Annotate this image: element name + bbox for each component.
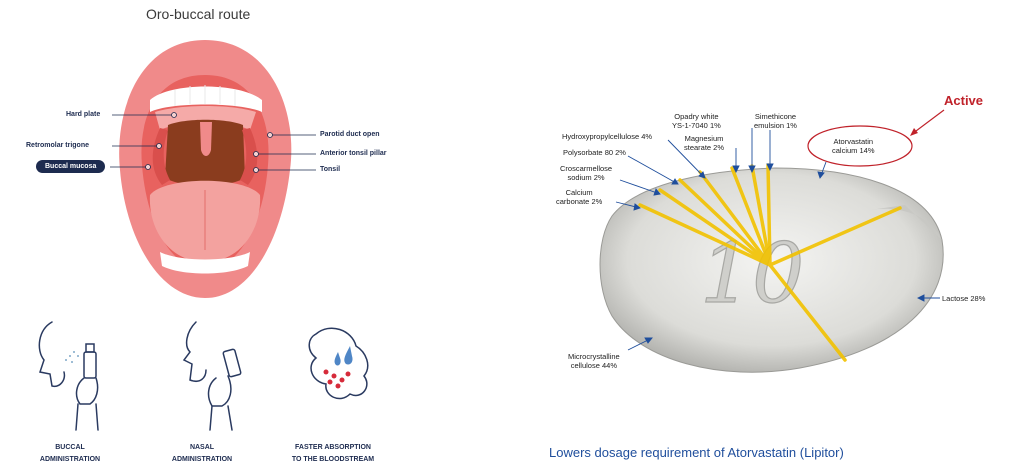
label-line: Calcium — [556, 188, 602, 197]
croscarmellose-label: Croscarmellose sodium 2% — [560, 164, 612, 182]
active-label: Active — [944, 93, 983, 108]
label-line: Atorvastatin — [832, 137, 875, 146]
calcium-carbonate-label: Calcium carbonate 2% — [556, 188, 602, 206]
tablet-caption: Lowers dosage requirement of Atorvastati… — [549, 445, 844, 460]
atorvastatin-label: Atorvastatin calcium 14% — [832, 137, 875, 155]
label-line: stearate 2% — [684, 143, 724, 152]
label-line: Opadry white — [672, 112, 721, 121]
label-line: cellulose 44% — [568, 361, 620, 370]
label-line: Microcrystalline — [568, 352, 620, 361]
label-line: Magnesium — [684, 134, 724, 143]
magnesium-stearate-label: Magnesium stearate 2% — [684, 134, 724, 152]
active-arrow — [912, 110, 944, 134]
simethicone-label: Simethicone emulsion 1% — [754, 112, 797, 130]
polysorbate-label: Polysorbate 80 2% — [563, 148, 626, 157]
label-line: Croscarmellose — [560, 164, 612, 173]
opadry-label: Opadry white YS-1-7040 1% — [672, 112, 721, 130]
microcrystalline-cellulose-label: Microcrystalline cellulose 44% — [568, 352, 620, 370]
label-line: carbonate 2% — [556, 197, 602, 206]
hydroxypropylcellulose-label: Hydroxypropylcellulose 4% — [562, 132, 652, 141]
label-line: YS-1-7040 1% — [672, 121, 721, 130]
label-line: calcium 14% — [832, 146, 875, 155]
label-line: sodium 2% — [560, 173, 612, 182]
label-line: Simethicone — [754, 112, 797, 121]
label-line: emulsion 1% — [754, 121, 797, 130]
lactose-label: Lactose 28% — [942, 294, 985, 303]
